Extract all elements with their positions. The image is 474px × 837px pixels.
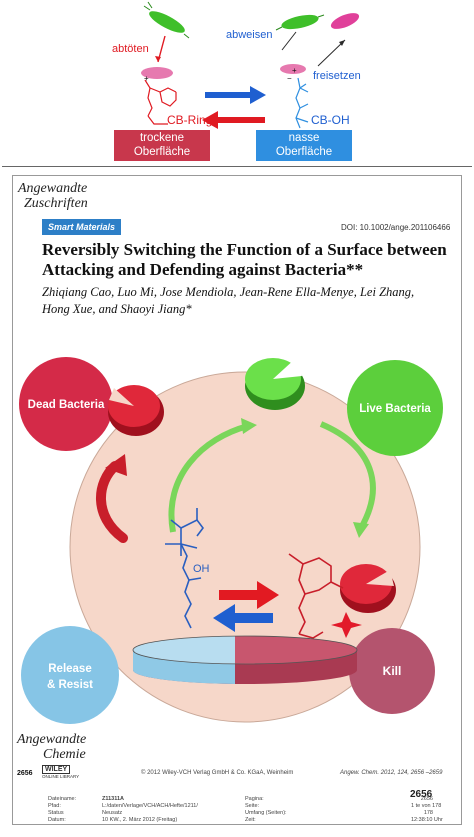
author-list-line-2: Hong Xue, and Shaoyi Jiang*: [42, 302, 192, 316]
journal-logo-line-2: Zuschriften: [24, 196, 88, 211]
journal-logo: Angewandte Zuschriften: [18, 181, 88, 211]
meta-value-filename: Z11311A: [102, 796, 125, 802]
release-label: Release: [48, 663, 91, 675]
citation-line: Angew. Chem. 2012, 124, 2656 –2659: [340, 770, 443, 776]
ring-form-molecule: [288, 553, 344, 639]
wiley-logo: WILEY ONLINE LIBRARY: [42, 765, 80, 779]
release-resist-circle: [21, 626, 119, 724]
wet-surface-box: nasse Oberfläche: [256, 130, 352, 161]
switch-arrow-blue: [213, 604, 273, 632]
meta-label-status: Status: [48, 810, 64, 816]
wet-surface-line-2: Oberfläche: [275, 146, 333, 158]
cb-ring-label: CB-Ring: [167, 113, 213, 127]
section-tag: Smart Materials: [42, 219, 122, 235]
cover-page: Angewandte Zuschriften Smart Materials D…: [12, 175, 462, 825]
author-list-line-1: Zhiqiang Cao, Luo Mi, Jose Mendiola, Jea…: [42, 285, 415, 299]
print-meta-right-values: 2656 1 te von 178 178 12:38:10 Uhr: [411, 796, 443, 824]
kill-label: Kill: [383, 664, 402, 678]
release-arrow: [317, 39, 346, 67]
article-title-line-2: Attacking and Defending against Bacteria…: [42, 260, 364, 279]
switch-arrow-blue: [205, 86, 266, 104]
dead-bacteria-circle: [19, 357, 113, 451]
doi-text: DOI: 10.1002/ange.201106466: [341, 223, 451, 232]
wiley-logo-text: WILEY: [42, 765, 71, 774]
bacterium-green-right: [275, 14, 325, 31]
kill-cycle-arrow: [96, 454, 128, 543]
release-label: freisetzen: [313, 70, 361, 82]
meta-value-page: 1 te von 178: [411, 803, 442, 809]
bacterium-pink-right: [330, 13, 360, 29]
bacterium-pink-left: [141, 67, 173, 79]
svg-text:−: −: [287, 74, 292, 83]
meta-label-pagina: Pagina:: [245, 796, 264, 802]
release-arrow-green: [168, 418, 257, 533]
dry-surface-box: trockene Oberfläche: [114, 130, 210, 161]
dry-surface-line-2: Oberfläche: [133, 146, 191, 158]
surface-disc: [132, 635, 358, 684]
author-list: Zhiqiang Cao, Luo Mi, Jose Mendiola, Jea…: [42, 284, 457, 318]
bacterium-green-left: [143, 1, 190, 39]
svg-text:+: +: [144, 74, 149, 83]
oh-group-label: OH: [193, 563, 210, 575]
meta-label-path: Pfad:: [48, 803, 61, 809]
cb-oh-molecule: [295, 77, 309, 129]
print-meta-right-labels: Pagina: Seite: Umfang (Seiten): Zeit:: [245, 796, 287, 824]
meta-label-page: Seite:: [245, 803, 260, 809]
meta-label-filename: Dateiname:: [48, 796, 77, 802]
meta-value-pagina: 2656: [420, 796, 433, 802]
wiley-sub: ONLINE LIBRARY: [42, 774, 80, 779]
cover-figure: OH: [19, 357, 443, 724]
live-bacteria-label: Live Bacteria: [359, 403, 431, 415]
article-title: Reversibly Switching the Function of a S…: [42, 240, 457, 280]
print-meta-left-values: Z11311A L:/daten/Verlage/VCH/ACH/Hefte/1…: [102, 796, 198, 824]
kill-star-icon: [331, 612, 362, 638]
dead-bacteria-label: Dead Bacteria: [28, 399, 105, 411]
live-bacterium-graphic: [245, 358, 305, 410]
journal-logo-line-1: Angewandte: [18, 181, 88, 196]
repel-label: abweisen: [226, 29, 273, 41]
copyright-line: © 2012 Wiley-VCH Verlag GmbH & Co. KGaA,…: [141, 770, 294, 776]
footer-logo-line-1: Angewandte: [17, 732, 87, 747]
bacterium-pink-mid: [280, 64, 306, 74]
cb-ring-molecule: [144, 79, 177, 125]
meta-label-extent: Umfang (Seiten):: [245, 810, 287, 816]
attack-arrow-green: [319, 421, 376, 538]
journal-cover: Angewandte Zuschriften Smart Materials D…: [2, 166, 472, 837]
print-meta-left-labels: Dateiname: Pfad: Status Datum:: [48, 796, 76, 824]
kill-circle: [349, 628, 435, 714]
meta-label-time: Zeit:: [245, 817, 256, 823]
central-circle: [69, 371, 421, 723]
svg-text:+: +: [292, 66, 297, 75]
meta-value-date: 10 KW., 2. März 2012 (Freitag): [102, 817, 178, 823]
meta-value-path: L:/daten/Verlage/VCH/ACH/Hefte/1211/: [102, 803, 198, 809]
meta-value-time: 12:38:10 Uhr: [411, 817, 443, 823]
meta-value-status: Neusatz: [102, 810, 123, 816]
attacking-bacterium-graphic: [340, 564, 396, 613]
repel-arrow: [281, 31, 297, 51]
article-title-line-1: Reversibly Switching the Function of a S…: [42, 240, 447, 259]
page-number: 2656: [17, 770, 33, 777]
footer-journal-logo: Angewandte Chemie: [17, 732, 86, 762]
meta-value-extent: 178: [423, 810, 433, 816]
corner-page-number: 2656: [410, 789, 433, 800]
live-bacteria-circle: [347, 360, 443, 456]
footer-logo-line-2: Chemie: [43, 747, 86, 762]
kill-label: abtöten: [112, 43, 149, 55]
dead-bacterium-graphic: [108, 385, 164, 436]
dry-surface-line-1: trockene: [139, 132, 185, 144]
wet-surface-line-1: nasse: [288, 132, 320, 144]
cb-oh-label: CB-OH: [311, 113, 350, 127]
open-form-molecule: [165, 508, 204, 629]
graphical-abstract: + − + abtöten abweisen freisetzen CB-Rin…: [0, 0, 474, 166]
abstract-drawing: + − +: [141, 1, 360, 129]
switch-arrow-red: [219, 581, 279, 609]
switch-arrow-red: [202, 111, 265, 129]
meta-label-date: Datum:: [48, 817, 66, 823]
resist-label: & Resist: [47, 679, 93, 691]
